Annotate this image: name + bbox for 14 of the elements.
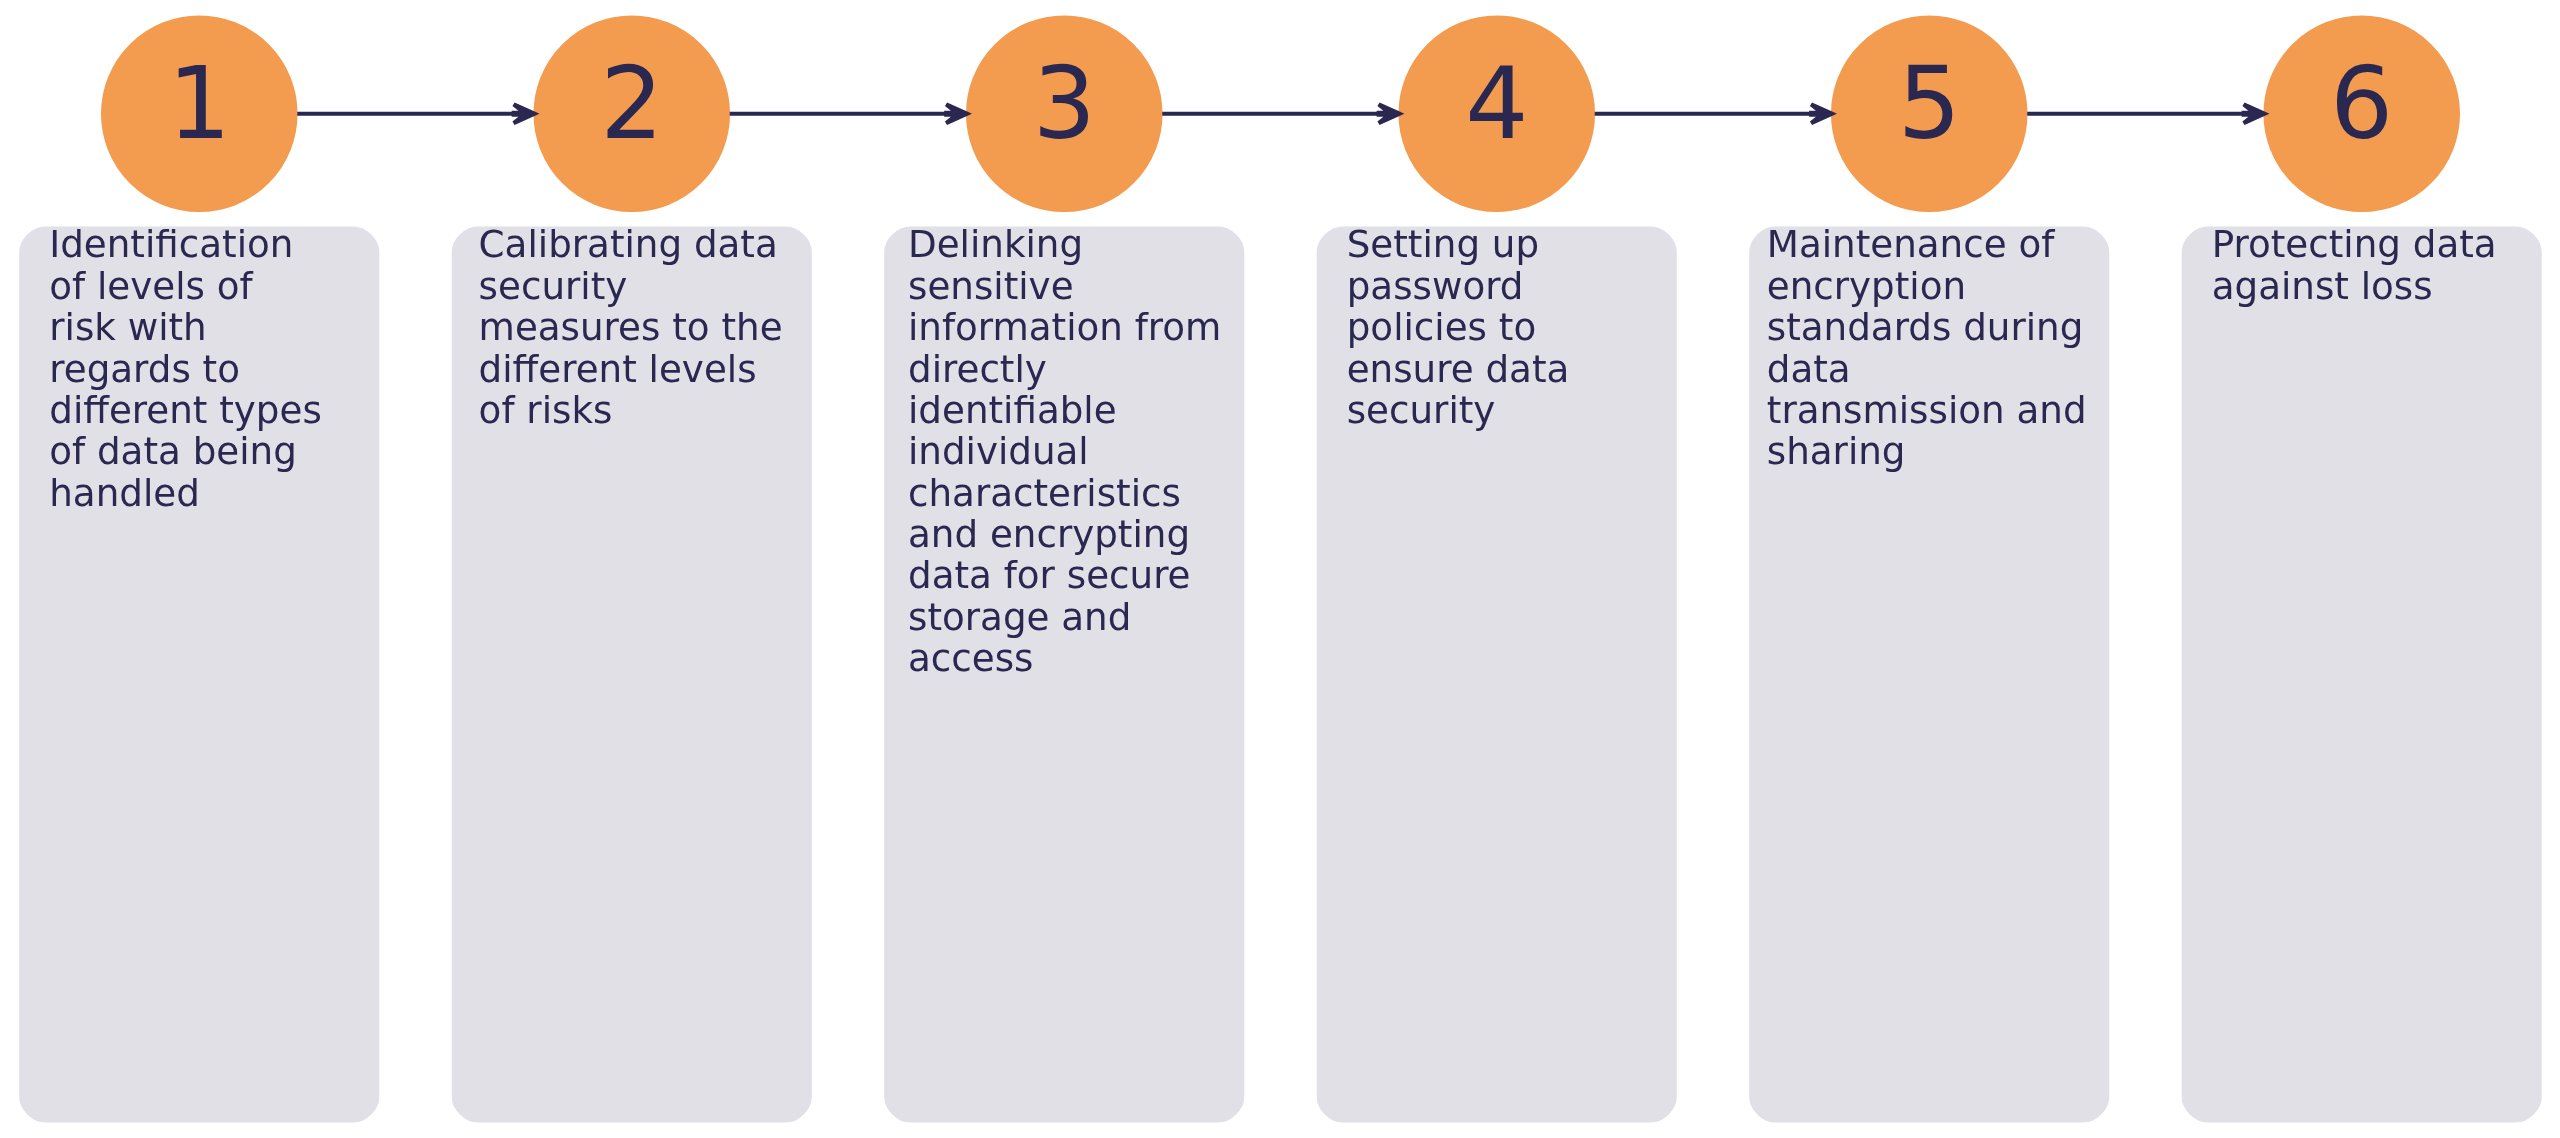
node-circle: 6 <box>2262 15 2460 213</box>
node-box: Identification of levels of risk with regards to different types of data being handled <box>18 226 379 1123</box>
node-circle: 1 <box>100 15 298 213</box>
node-circle: 2 <box>532 15 730 213</box>
arrow <box>1594 102 1834 126</box>
node-circle: 3 <box>965 15 1163 213</box>
node-circle: 5 <box>1830 15 2028 213</box>
node-box: Maintenance of encryption standards during data transmission and sharing <box>1748 226 2109 1123</box>
node-box: Setting up password policies to ensure data security <box>1316 226 1677 1123</box>
node-box: Protecting data against loss <box>2181 226 2542 1123</box>
node-circle: 4 <box>1397 15 1595 213</box>
arrow <box>729 102 969 126</box>
node-box: Calibrating data security measures to the different levels of risks <box>451 226 812 1123</box>
node-box: Delinking sensitive information from directly identifiable individual characteristics and encrypting data for secure storage and access <box>883 226 1244 1123</box>
